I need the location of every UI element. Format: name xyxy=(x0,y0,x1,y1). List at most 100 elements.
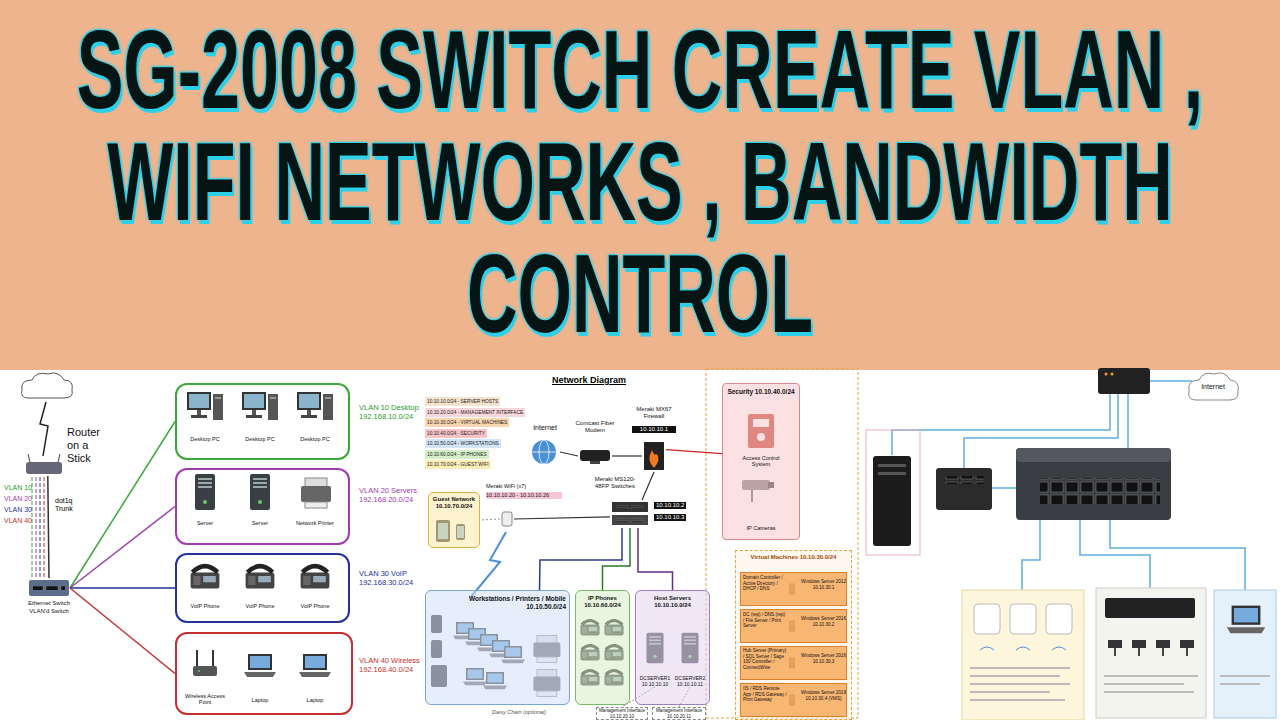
device-label-box: Laptop xyxy=(235,690,285,704)
connector xyxy=(612,455,642,456)
left-diagram xyxy=(29,580,69,596)
left-diagram xyxy=(32,477,33,578)
node-text: VLAN 10 Desktop 192.168.10.0/24 xyxy=(359,403,421,421)
node-text: Laptop xyxy=(307,697,324,704)
vm-region: Virtual Machines 10.10.30.0/24Domain Con… xyxy=(735,550,852,720)
legend-text: 10.10.50.0/24 - WORKSTATIONS xyxy=(427,439,499,448)
middle-diagram xyxy=(612,515,648,525)
node-text: IP Cameras xyxy=(735,525,787,532)
right-photo xyxy=(1220,676,1270,684)
vm-box: DC (rep) / DNS (rep) / File Server / Pri… xyxy=(740,609,847,643)
device-label-box: Desktop PC xyxy=(290,429,340,443)
device-icon: Meraki WiFi (x7)10.10.10.20 - 10.10.10.2… xyxy=(500,510,514,528)
right-photo xyxy=(1108,640,1194,648)
right-photo xyxy=(962,590,1084,720)
device-label-box: VoIP Phone xyxy=(180,596,230,610)
device-label-box: Desktop PC xyxy=(235,429,285,443)
device-label-box: Network Printer xyxy=(290,513,340,527)
zone-box: Security 10.10.40.0/24Access Control Sys… xyxy=(722,383,800,540)
node-text: Windows Server 2012 10.10.30.1 xyxy=(801,579,846,590)
node-text: 10.10.10.2 xyxy=(654,502,686,509)
node-text: Wireless Access Point xyxy=(180,693,230,706)
node-text: Router on a Stick xyxy=(67,426,109,466)
node-text: Virtual Machines 10.10.30.0/24 xyxy=(736,554,851,561)
device-label-box: DCSERVER2 10.10.10.11 xyxy=(673,625,707,687)
connector xyxy=(70,587,175,589)
node-text: DCSERVER1 10.10.10.10 xyxy=(638,675,672,687)
right-photo xyxy=(1105,373,1108,376)
node-text: IP Phones 10.10.60.0/24 xyxy=(576,595,629,609)
right-photo xyxy=(1104,676,1198,692)
node-text: DC (rep) / DNS (rep) / File Server / Pri… xyxy=(743,612,787,629)
title-text: SG-2008 SWITCH CREATE VLAN , WIFI NETWOR… xyxy=(20,14,1260,350)
left-diagram xyxy=(191,566,220,589)
left-diagram xyxy=(244,654,276,677)
left-diagram xyxy=(187,392,223,420)
vm-box: Domain Controller / Active Directory / D… xyxy=(740,572,847,606)
right-photo xyxy=(1214,590,1276,718)
device-icon: Internet xyxy=(530,438,560,466)
node-text: Security 10.10.40.0/24 xyxy=(723,388,799,396)
right-photo xyxy=(1040,478,1160,504)
left-diagram xyxy=(44,477,45,578)
left-diagram xyxy=(33,586,65,590)
right-photo xyxy=(1098,368,1150,394)
node-text: VoIP Phone xyxy=(301,603,330,610)
right-photo xyxy=(1105,598,1195,618)
legend-text: 10.10.60.0/24 - IP PHONES xyxy=(427,450,487,459)
right-photo xyxy=(1016,448,1171,520)
middle-diagram xyxy=(502,512,512,526)
connector xyxy=(514,517,610,519)
legend-text: 10.10.30.0/24 - VIRTUAL MACHINES xyxy=(427,418,507,427)
right-photo xyxy=(1046,604,1072,634)
device-label-box: Wireless Access Point xyxy=(180,688,230,706)
node-text: VLAN 40 Wireless 192.168.40.0/24 xyxy=(359,656,421,674)
device-label-box: IP Cameras xyxy=(735,472,787,532)
right-photo xyxy=(866,368,1276,720)
left-diagram xyxy=(28,454,30,462)
left-diagram xyxy=(301,478,331,508)
node-text: VLAN'd Switch xyxy=(14,608,84,615)
node-text: 10.10.10.1 xyxy=(632,426,676,433)
device-icon: Router on a Stick xyxy=(25,456,63,476)
left-diagram xyxy=(36,477,37,578)
legend-text: 10.10.70.0/24 - GUEST WIFI xyxy=(427,460,489,469)
cloud-shape: Internet xyxy=(1190,374,1236,400)
device-icon: Meraki MS120-48FP Switches10.10.10.210.1… xyxy=(610,500,650,528)
device-icon: Ethernet SwitchVLAN'd Switch xyxy=(28,578,70,598)
node-text: Laptop xyxy=(252,697,269,704)
node-text: Management Interface 10.10.20.11 xyxy=(653,708,705,719)
right-photo xyxy=(1010,604,1036,634)
right-photo xyxy=(878,472,906,475)
label-text: VLAN 10 xyxy=(4,484,32,492)
node-text: Windows Server 2016 10.10.30.2 xyxy=(801,616,846,627)
node-text: VoIP Phone xyxy=(191,603,220,610)
label-text: Network Diagram xyxy=(552,375,626,386)
node-text: Desktop PC xyxy=(190,436,219,443)
vlan-box: VLAN 40 Wireless 192.168.40.0/24Wireless… xyxy=(175,632,353,715)
middle-diagram xyxy=(616,518,644,522)
node-text: IIS / RDS Remote App / RDS Gateway / Pri… xyxy=(743,686,787,703)
right-photo xyxy=(1016,448,1171,462)
device-label-box: Laptop xyxy=(290,690,340,704)
vm-box: Hub Server (Primary) / SQL Server / Sage… xyxy=(740,646,847,680)
middle-diagram xyxy=(580,450,610,461)
device-label-box: Desktop PC xyxy=(180,429,230,443)
left-diagram xyxy=(40,402,48,456)
label-text: Daisy Chain (optional) xyxy=(492,709,546,716)
interface-box: Management Interface 10.10.20.10 xyxy=(596,707,648,720)
zone-box: Workstations / Printers / Mobile 10.10.5… xyxy=(425,590,570,705)
node-text: Hub Server (Primary) / SQL Server / Sage… xyxy=(743,648,787,670)
label-text: VLAN 20 xyxy=(4,495,32,503)
node-text: Meraki MX67 Firewall xyxy=(626,406,682,420)
left-diagram xyxy=(40,477,41,578)
device-label-box: Server xyxy=(180,513,230,527)
right-photo xyxy=(1111,373,1114,376)
connector xyxy=(642,472,654,500)
node-text: 10.10.10.3 xyxy=(654,514,686,521)
node-text: Host Servers 10.10.10.0/24 xyxy=(636,595,709,609)
node-text: VLAN 30 VoIP 192.168.30.0/24 xyxy=(359,569,421,587)
vlan-box: VLAN 20 Servers 192.168.20.0/24ServerSer… xyxy=(175,468,350,545)
connector xyxy=(540,528,623,590)
